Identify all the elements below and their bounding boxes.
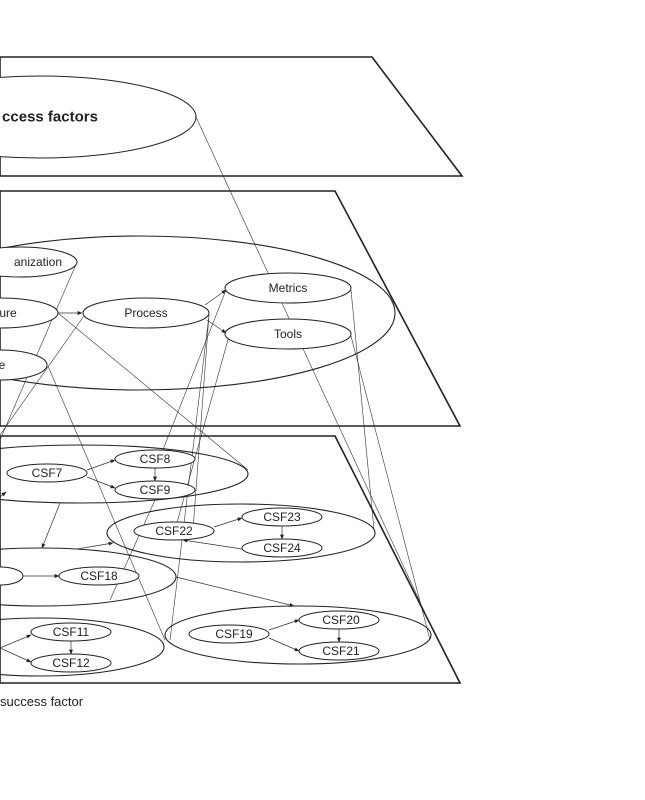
group-csf11	[0, 617, 165, 677]
node-csf7	[6, 463, 88, 483]
node-csf21-label: CSF21	[322, 644, 360, 658]
node-csf11-label: CSF11	[53, 625, 90, 639]
node-tools	[224, 318, 352, 350]
node-tools-label: Tools	[274, 327, 302, 341]
node-e-label: e	[0, 358, 6, 372]
node-metrics-label: Metrics	[269, 281, 308, 295]
csf-ellipse	[0, 75, 197, 159]
group-csf19	[164, 605, 432, 665]
node-e	[0, 349, 48, 381]
node-csf19-label: CSF19	[215, 627, 253, 641]
node-csf22-label: CSF22	[155, 524, 193, 538]
group-csf22	[106, 503, 376, 563]
node-organization	[0, 246, 78, 278]
edge-process-tools	[206, 319, 227, 334]
node-csf22	[133, 521, 215, 541]
node-csf7-label: CSF7	[32, 466, 63, 480]
node-csf18-label: CSF18	[80, 569, 118, 583]
caption: success factor	[0, 694, 84, 709]
middle-plane	[0, 190, 462, 427]
edge-process-metrics	[204, 289, 227, 306]
node-organization-label: anization	[14, 255, 62, 269]
top-title: ccess factors	[2, 109, 98, 126]
node-structure-label: ure	[0, 306, 17, 320]
node-csf9-label: CSF9	[140, 483, 171, 497]
group-csf7	[0, 444, 249, 504]
node-process	[82, 297, 210, 329]
bottom-edges	[0, 459, 341, 663]
node-csf20-label: CSF20	[322, 613, 360, 627]
node-csf24-label: CSF24	[263, 541, 301, 555]
node-process-label: Process	[124, 306, 167, 320]
node-csf8-label: CSF8	[140, 452, 171, 466]
node-csf12-label: CSF12	[52, 656, 90, 670]
node-csf23-label: CSF23	[263, 510, 301, 524]
node-csf19	[188, 624, 270, 644]
middle-group-ellipse	[0, 235, 396, 391]
projection-lines	[0, 116, 433, 641]
node-metrics	[224, 272, 352, 304]
